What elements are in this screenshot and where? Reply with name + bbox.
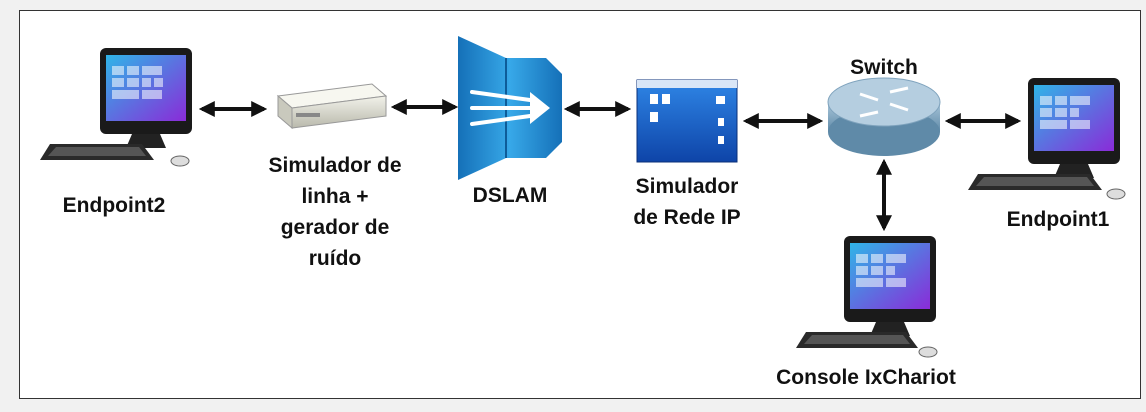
console-computer-icon xyxy=(796,236,938,358)
line-simulator-label: Simulador de linha + gerador de ruído xyxy=(268,154,402,270)
switch-router-icon xyxy=(827,77,941,156)
endpoint2-label: Endpoint2 xyxy=(62,194,166,217)
diagram-frame xyxy=(19,10,1141,399)
console-label: Console IxChariot xyxy=(776,366,956,389)
endpoint1-computer-icon xyxy=(968,78,1126,200)
dslam-label: DSLAM xyxy=(472,184,548,207)
ip-network-simulator-label: Simulador de Rede IP xyxy=(633,175,741,229)
line-simulator-device-icon xyxy=(276,83,388,130)
endpoint1-label: Endpoint1 xyxy=(1006,208,1110,231)
dslam-device-icon xyxy=(458,36,562,180)
endpoint2-computer-icon xyxy=(40,48,192,167)
ip-network-simulator-icon xyxy=(636,79,738,163)
switch-label: Switch xyxy=(850,56,918,79)
